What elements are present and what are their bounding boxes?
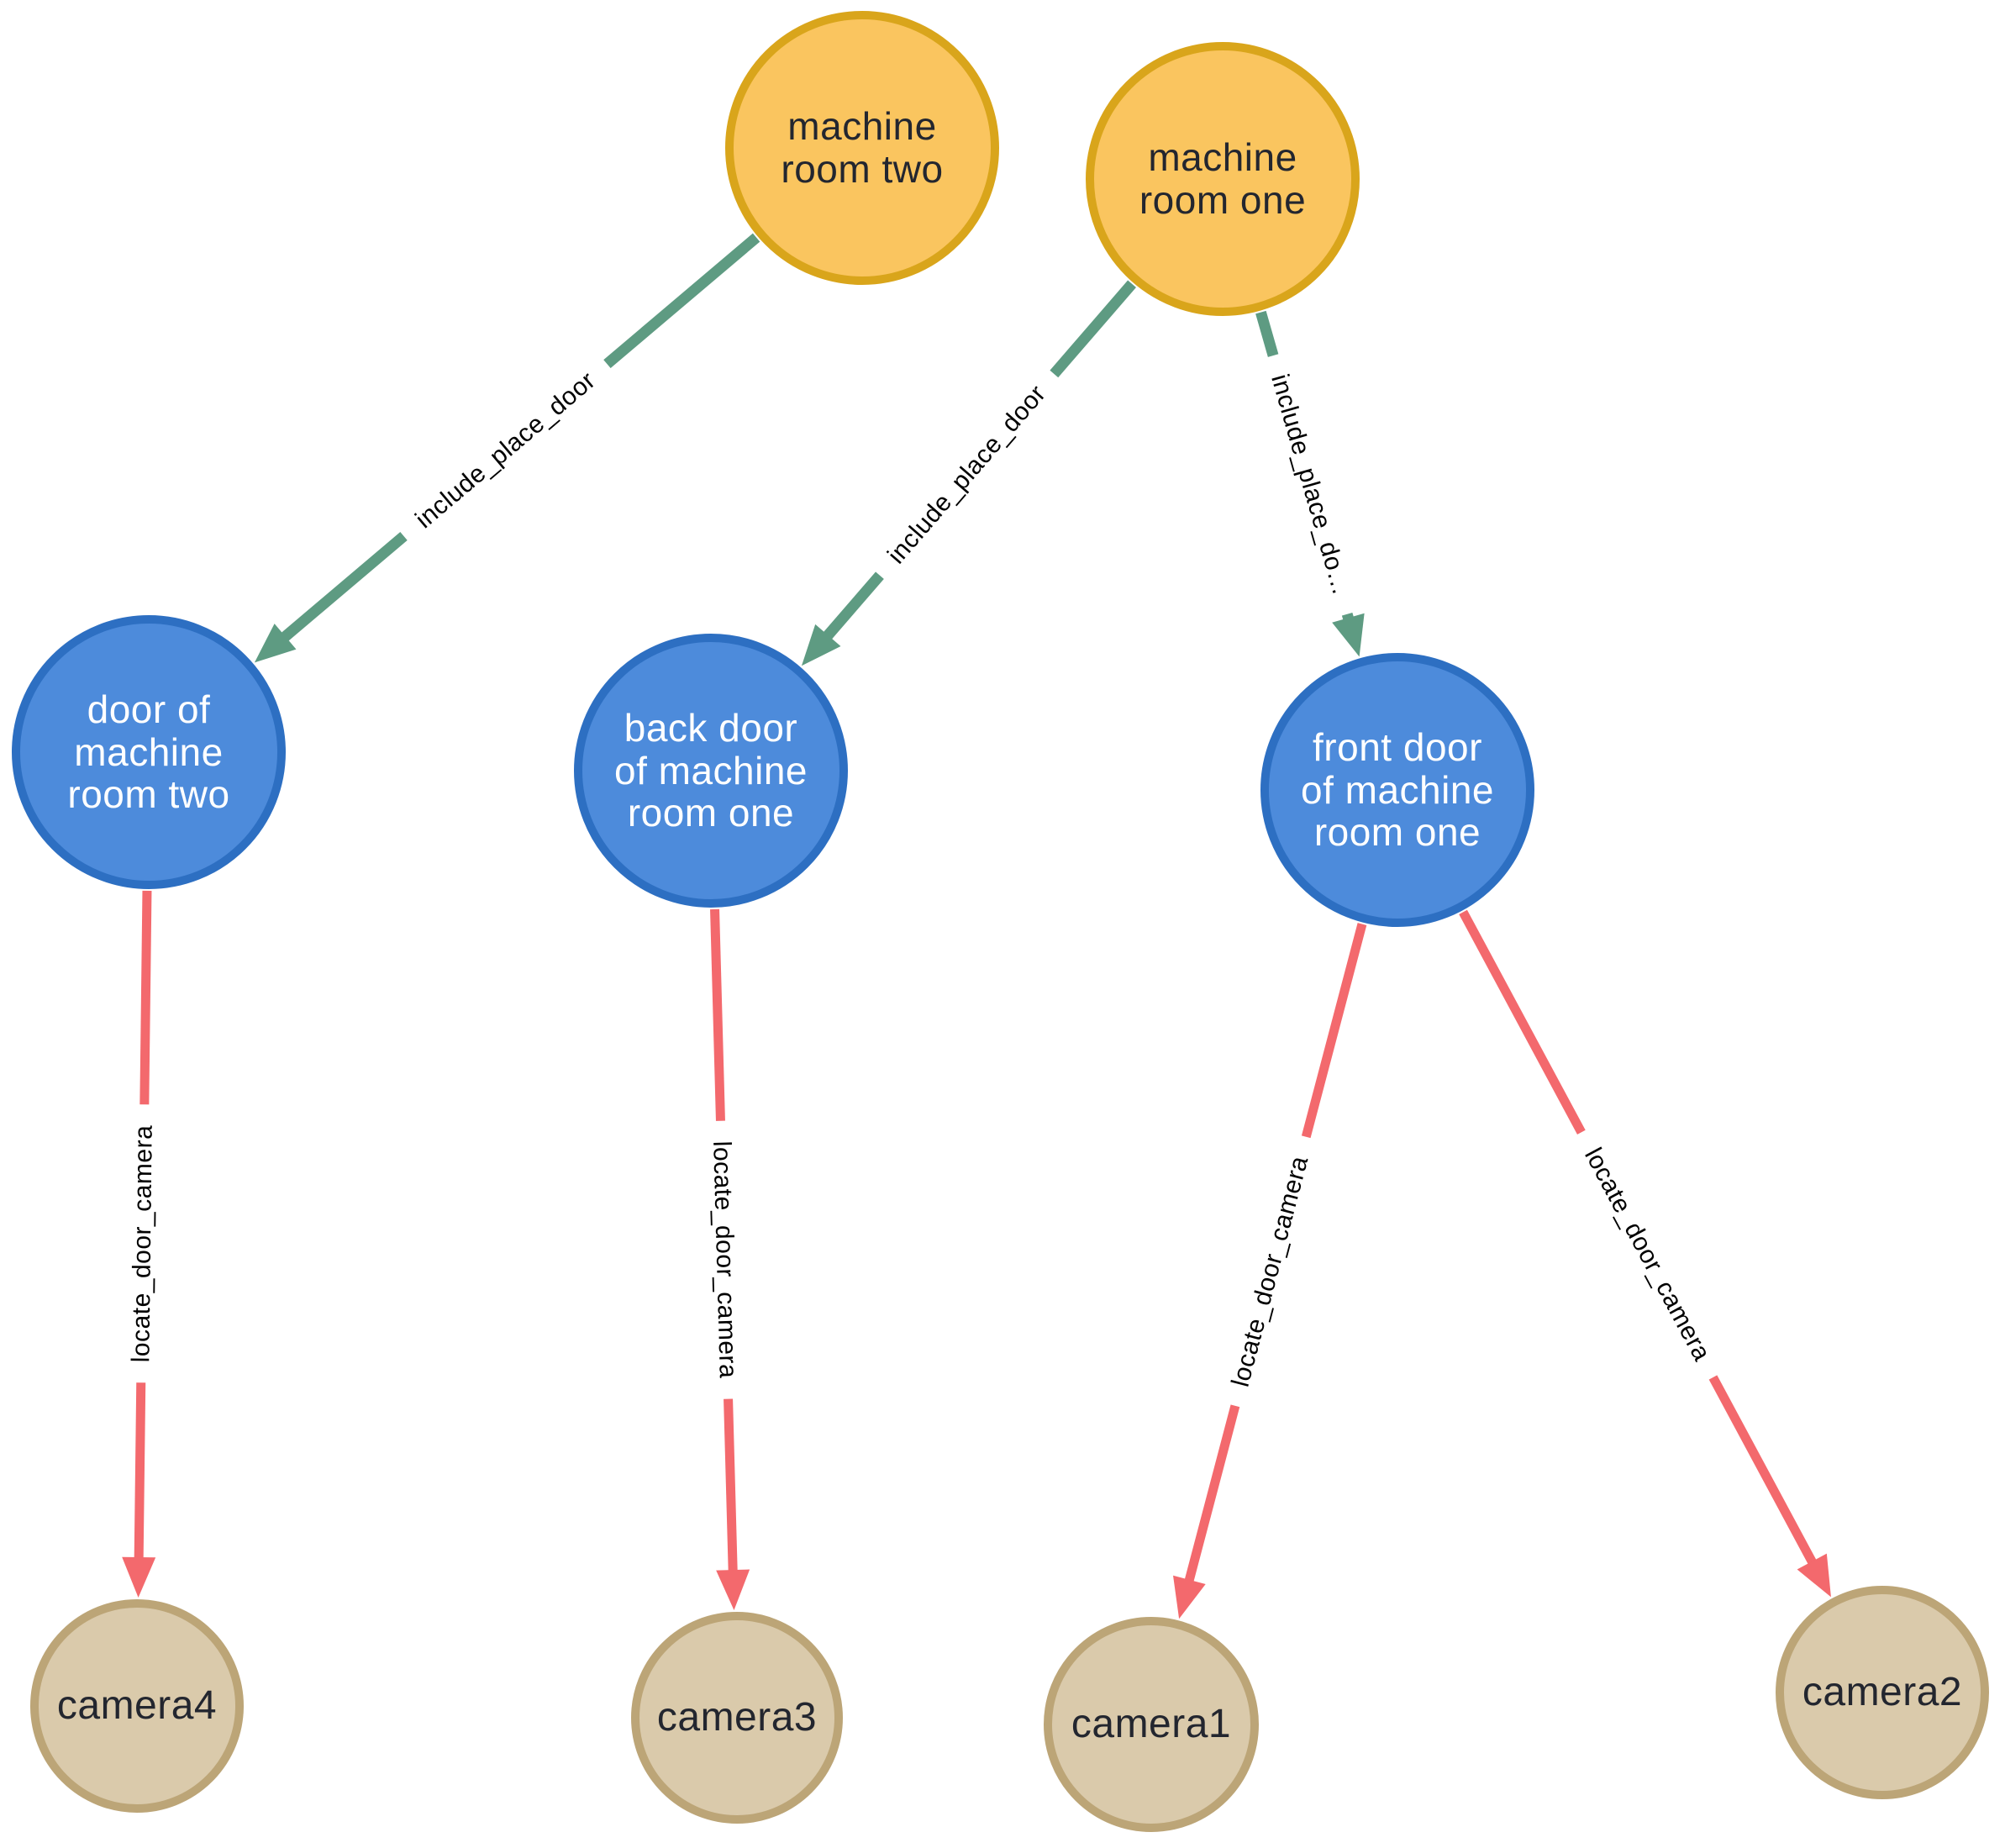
node-label: camera2 <box>1802 1669 1963 1714</box>
node-label: machine room two <box>781 104 944 191</box>
edge-arrowhead-machine-room-one--front-door-of-machine-room-one[interactable] <box>1332 613 1365 657</box>
edge-arrowhead-front-door-of-machine-room-one--camera2[interactable] <box>1797 1553 1831 1598</box>
edge-arrowhead-front-door-of-machine-room-one--camera1[interactable] <box>1173 1575 1206 1619</box>
edge-label-door-of-machine-room-two--camera4[interactable]: locate_door_camera <box>121 1104 164 1384</box>
node-camera3[interactable]: camera3 <box>631 1612 843 1824</box>
node-label: door of machine room two <box>67 687 230 817</box>
node-label: machine room one <box>1139 135 1307 222</box>
node-label: camera4 <box>56 1682 218 1728</box>
node-label: back door of machine room one <box>613 706 808 835</box>
node-label: camera1 <box>1071 1701 1232 1746</box>
node-label: front door of machine room one <box>1300 725 1494 855</box>
edge-arrowhead-machine-room-two--door-of-machine-room-two[interactable] <box>254 624 297 663</box>
edge-arrowhead-back-door-of-machine-room-one--camera3[interactable] <box>716 1569 750 1611</box>
node-label: camera3 <box>656 1694 818 1740</box>
node-camera4[interactable]: camera4 <box>30 1599 244 1813</box>
edge-label-back-door-of-machine-room-one--camera3[interactable]: locate_door_camera <box>701 1120 748 1399</box>
node-door-of-machine-room-two[interactable]: door of machine room two <box>12 615 286 889</box>
node-front-door-of-machine-room-one[interactable]: front door of machine room one <box>1260 653 1534 927</box>
node-camera1[interactable]: camera1 <box>1044 1617 1259 1832</box>
node-back-door-of-machine-room-one[interactable]: back door of machine room one <box>574 634 848 908</box>
node-machine-room-two[interactable]: machine room two <box>725 11 999 285</box>
node-camera2[interactable]: camera2 <box>1776 1586 1989 1799</box>
edge-arrowhead-door-of-machine-room-two--camera4[interactable] <box>122 1556 156 1598</box>
node-machine-room-one[interactable]: machine room one <box>1086 42 1360 316</box>
edge-arrowhead-machine-room-one--back-door-of-machine-room-one[interactable] <box>801 624 841 666</box>
